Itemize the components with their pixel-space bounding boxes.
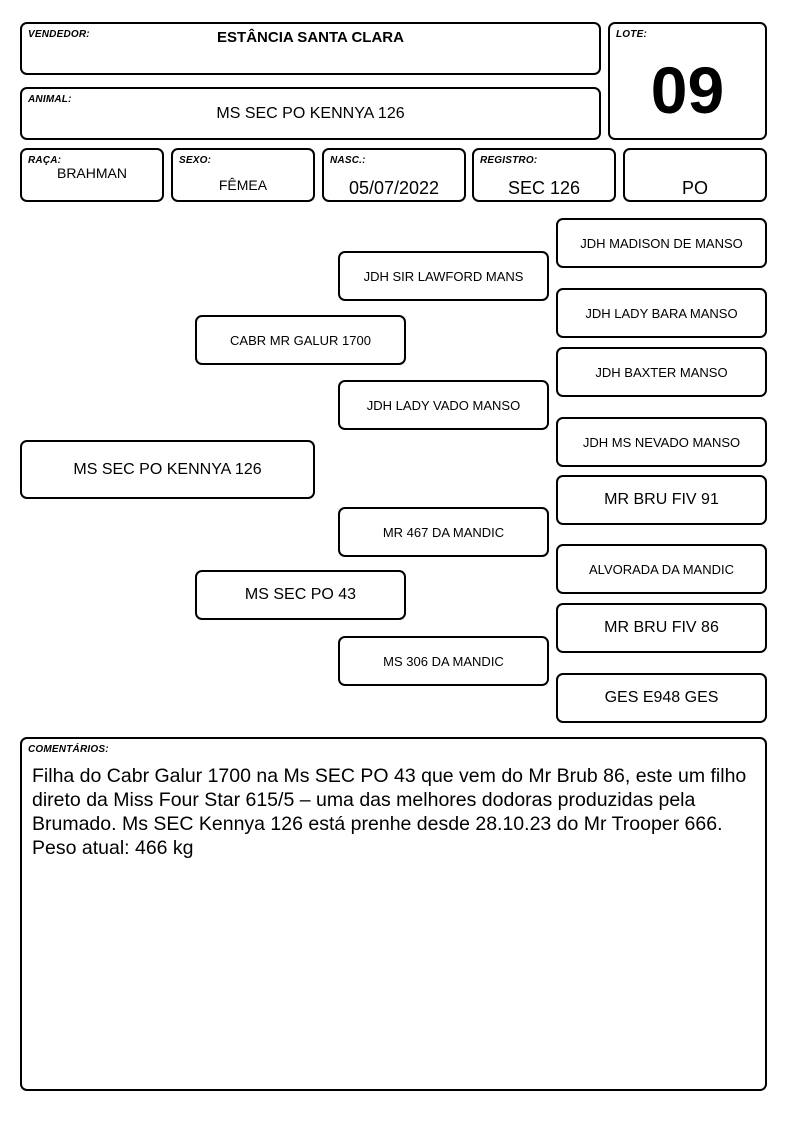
registry-label: REGISTRO: [480, 155, 538, 166]
breed-box: RAÇA: BRAHMAN [20, 148, 164, 202]
pedigree-dam-dam: MS 306 DA MANDIC [338, 636, 549, 686]
pedigree-sss: JDH MADISON DE MANSO [556, 218, 767, 268]
registry-value: SEC 126 [507, 178, 581, 198]
animal-name: MS SEC PO KENNYA 126 [216, 105, 405, 122]
birth-value: 05/07/2022 [348, 178, 440, 198]
sex-value: FÊMEA [218, 177, 268, 193]
pedigree-animal: MS SEC PO KENNYA 126 [20, 440, 315, 499]
seller-value: ESTÂNCIA SANTA CLARA [217, 29, 404, 46]
pedigree-dam: MS SEC PO 43 [195, 570, 406, 620]
lot-number: 09 [650, 53, 725, 127]
pedigree-dsd: ALVORADA DA MANDIC [556, 544, 767, 594]
pedigree-sdd: JDH MS NEVADO MANSO [556, 417, 767, 467]
breed-label: RAÇA: [28, 155, 62, 166]
comments-label: COMENTÁRIOS: [28, 744, 109, 755]
lot-label: LOTE: [616, 29, 647, 40]
seller-label: VENDEDOR: [28, 29, 90, 40]
registry-box: REGISTRO: SEC 126 [472, 148, 616, 202]
sex-box: SEXO: FÊMEA [171, 148, 315, 202]
sex-label: SEXO: [179, 155, 212, 166]
birth-label: NASC.: [330, 155, 366, 166]
comments-box: COMENTÁRIOS: Filha do Cabr Galur 1700 na… [20, 737, 767, 1091]
animal-box: ANIMAL: MS SEC PO KENNYA 126 [20, 87, 601, 140]
pedigree-dds: MR BRU FIV 86 [556, 603, 767, 653]
pedigree-ddd: GES E948 GES [556, 673, 767, 723]
pedigree-dss: MR BRU FIV 91 [556, 475, 767, 525]
comments-text: Filha do Cabr Galur 1700 na Ms SEC PO 43… [32, 765, 747, 859]
lot-box: LOTE: 09 [608, 22, 767, 140]
pedigree-sire: CABR MR GALUR 1700 [195, 315, 406, 365]
pedigree-dam-sire: MR 467 DA MANDIC [338, 507, 549, 557]
pedigree-sds: JDH BAXTER MANSO [556, 347, 767, 397]
pedigree-sire-sire: JDH SIR LAWFORD MANS [338, 251, 549, 301]
category-value: PO [681, 178, 708, 198]
breed-value: BRAHMAN [56, 165, 127, 181]
birth-box: NASC.: 05/07/2022 [322, 148, 466, 202]
pedigree-sire-dam: JDH LADY VADO MANSO [338, 380, 549, 430]
seller-box: VENDEDOR: ESTÂNCIA SANTA CLARA [20, 22, 601, 75]
pedigree-ssd: JDH LADY BARA MANSO [556, 288, 767, 338]
category-box: PO [623, 148, 767, 202]
animal-label: ANIMAL: [28, 94, 72, 105]
